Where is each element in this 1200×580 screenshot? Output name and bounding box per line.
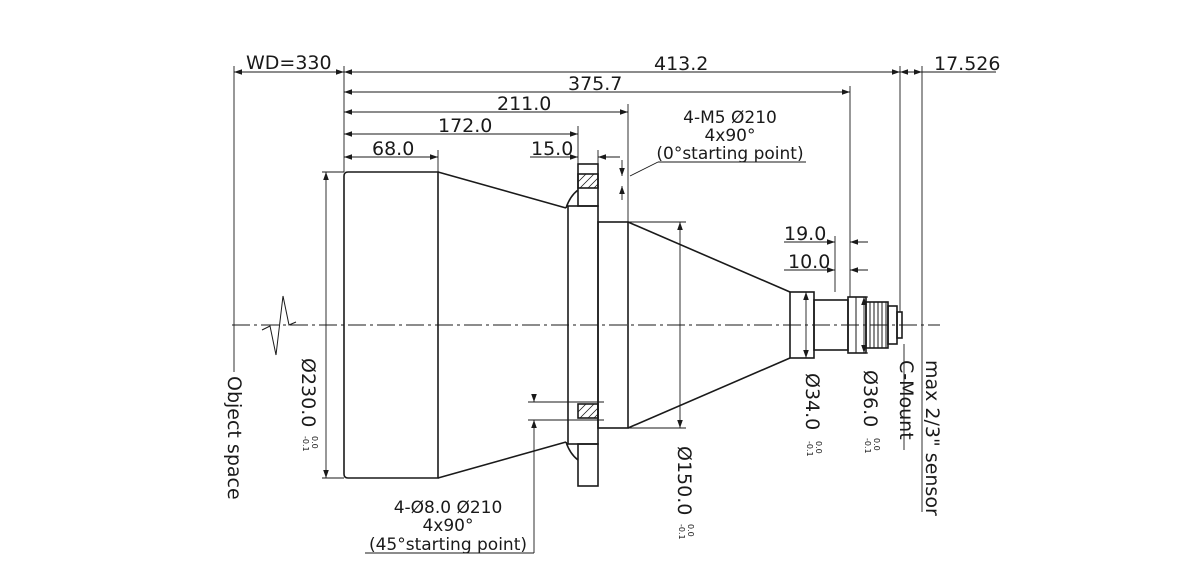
svg-text:0.0: 0.0 (310, 436, 319, 449)
dim-flange-distance: 17.526 (934, 53, 1000, 75)
note-m5-line2: 4x90° (704, 126, 755, 146)
leader-lines (365, 161, 806, 554)
label-sensor: max 2/3" sensor (921, 360, 943, 516)
note-m5-line1: 4-M5 Ø210 (683, 108, 777, 128)
extension-lines (233, 66, 923, 512)
note-hole-line3: (45°starting point) (369, 535, 527, 555)
label-c-mount: C-Mount (895, 360, 917, 440)
vertical-dimensions (323, 160, 867, 478)
dim-68: 68.0 (372, 138, 414, 160)
dim-19: 19.0 (784, 223, 826, 245)
break-mark (261, 295, 297, 356)
flange-hole-top (577, 173, 599, 189)
note-hole-line2: 4x90° (422, 516, 473, 536)
dim-375: 375.7 (568, 73, 622, 95)
horizontal-dimensions (234, 69, 996, 273)
dim-15: 15.0 (531, 138, 573, 160)
note-m5-line3: (0°starting point) (656, 144, 803, 164)
svg-text:-0.1: -0.1 (805, 441, 814, 457)
label-object-space: Object space (223, 376, 245, 500)
svg-text:-0.1: -0.1 (863, 438, 872, 454)
svg-text:-0.1: -0.1 (677, 524, 686, 540)
svg-text:0.0: 0.0 (686, 524, 695, 537)
svg-text:0.0: 0.0 (872, 438, 881, 451)
dim-211: 211.0 (497, 93, 551, 115)
dim-wd: WD=330 (246, 52, 332, 74)
dim-d36: Ø36.0 (859, 370, 881, 427)
knurled-ring (869, 302, 887, 348)
dim-172: 172.0 (438, 115, 492, 137)
dim-10: 10.0 (788, 251, 830, 273)
note-hole-line1: 4-Ø8.0 Ø210 (394, 498, 503, 518)
front-barrel (343, 171, 439, 479)
flange-hole-bottom (572, 401, 604, 421)
dim-overall: 413.2 (654, 53, 708, 75)
lens-body (343, 163, 903, 487)
svg-text:-0.1: -0.1 (301, 436, 310, 452)
rear-collar (597, 221, 629, 429)
dim-d230: Ø230.0 (297, 358, 319, 427)
dim-d150: Ø150.0 (673, 446, 695, 515)
dim-d34: Ø34.0 (801, 373, 823, 430)
svg-text:0.0: 0.0 (814, 441, 823, 454)
